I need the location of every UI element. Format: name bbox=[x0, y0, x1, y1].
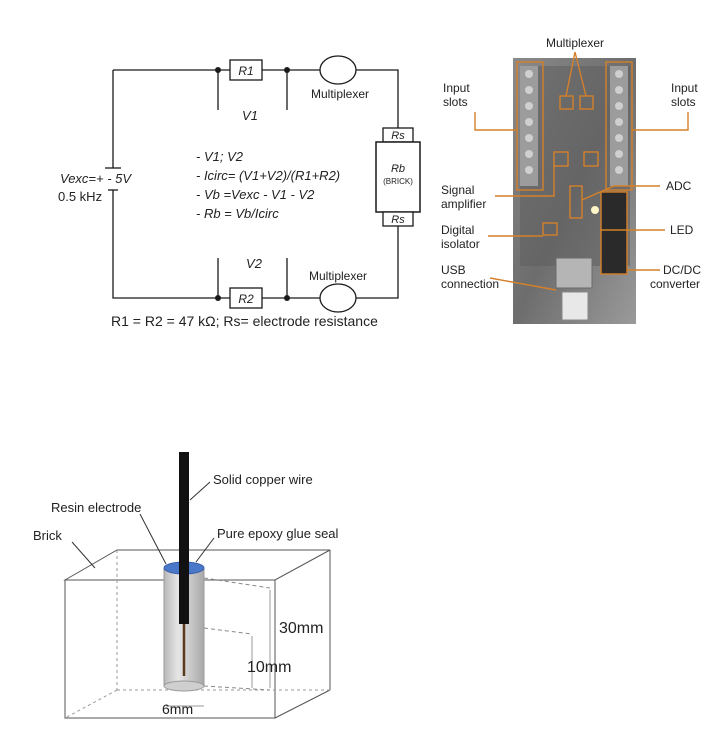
label-usb-2: connection bbox=[441, 277, 499, 291]
usb-connector bbox=[555, 257, 593, 289]
highlight-amplifier-1 bbox=[553, 151, 569, 167]
highlight-input-slots-right bbox=[605, 61, 633, 191]
label-dcdc-2: converter bbox=[650, 277, 700, 291]
electrode-diagram: Solid copper wire Resin electrode Brick … bbox=[33, 452, 339, 719]
multiplexer-top-label: Multiplexer bbox=[311, 87, 369, 101]
highlight-input-slots-left bbox=[516, 61, 544, 191]
label-copper-wire: Solid copper wire bbox=[213, 472, 313, 487]
v1-label: V1 bbox=[242, 108, 258, 123]
label-signal-amplifier-1: Signal bbox=[441, 183, 474, 197]
rb-brick-box bbox=[375, 141, 421, 213]
label-dim-10mm: 10mm bbox=[247, 659, 291, 676]
terminal-screws-right bbox=[615, 70, 623, 174]
r1-label: R1 bbox=[238, 64, 253, 78]
highlight-dcdc bbox=[600, 191, 628, 275]
highlight-digital-isolator bbox=[542, 222, 558, 236]
highlight-adc bbox=[569, 185, 583, 219]
circuit-diagram: R1 R2 Multiplexer Multiplexer Rs Rb (BRI… bbox=[58, 55, 421, 329]
rb-label: Rb bbox=[391, 163, 405, 175]
multiplexer-bottom-label: Multiplexer bbox=[309, 269, 367, 283]
node-dot bbox=[215, 67, 221, 73]
node-dot bbox=[284, 67, 290, 73]
label-dim-30mm: 30mm bbox=[279, 620, 323, 637]
label-multiplexer: Multiplexer bbox=[546, 36, 604, 50]
equation-line: - Rb = Vb/Icirc bbox=[196, 206, 279, 221]
copper-wire bbox=[179, 452, 189, 624]
usb-plug bbox=[561, 291, 589, 321]
label-resin-electrode: Resin electrode bbox=[51, 500, 141, 515]
equation-line: - V1; V2 bbox=[196, 149, 244, 164]
label-input-slots-right-1: Input bbox=[671, 81, 698, 95]
rs-top-label: Rs bbox=[391, 130, 405, 142]
wire-top bbox=[113, 69, 399, 128]
pcb-leader-lines bbox=[474, 51, 689, 291]
r2-resistor bbox=[229, 287, 263, 309]
equation-line: - Vb =Vexc - V1 - V2 bbox=[196, 187, 315, 202]
label-led: LED bbox=[670, 223, 694, 237]
node-dot bbox=[284, 295, 290, 301]
rb-sub-label: (BRICK) bbox=[383, 177, 413, 186]
led-light bbox=[591, 206, 599, 214]
pcb-photo-panel: Multiplexer Input slots Input slots Sign… bbox=[441, 36, 701, 324]
multiplexer-bottom-symbol bbox=[319, 283, 357, 313]
vexc-frequency-label: 0.5 kHz bbox=[58, 189, 102, 204]
label-input-slots-left-2: slots bbox=[443, 95, 468, 109]
rs-bottom-label: Rs bbox=[391, 214, 405, 226]
terminal-screws-left bbox=[525, 70, 533, 174]
label-usb-1: USB bbox=[441, 263, 466, 277]
label-adc: ADC bbox=[666, 179, 692, 193]
v2-taps bbox=[217, 258, 288, 298]
label-brick: Brick bbox=[33, 528, 62, 543]
label-digital-isolator-2: isolator bbox=[441, 237, 480, 251]
electrode-leader-lines bbox=[71, 481, 215, 569]
label-digital-isolator-1: Digital bbox=[441, 223, 474, 237]
label-dim-6mm: 6mm bbox=[162, 701, 193, 717]
wire-bottom bbox=[112, 70, 399, 299]
rs-bottom-box bbox=[382, 211, 414, 227]
v2-label: V2 bbox=[246, 256, 263, 271]
equation-line: - Icirc= (V1+V2)/(R1+R2) bbox=[196, 168, 340, 183]
multiplexer-top-symbol bbox=[319, 55, 357, 85]
brick-wireframe bbox=[63, 549, 331, 719]
node-dot bbox=[215, 295, 221, 301]
label-dcdc-1: DC/DC bbox=[663, 263, 701, 277]
circuit-caption: R1 = R2 = 47 kΩ; Rs= electrode resistanc… bbox=[111, 313, 378, 329]
r1-resistor bbox=[229, 59, 263, 81]
label-signal-amplifier-2: amplifier bbox=[441, 197, 486, 211]
r2-label: R2 bbox=[238, 292, 254, 306]
v1-taps bbox=[217, 70, 288, 110]
dimension-guides bbox=[203, 577, 271, 691]
label-input-slots-right-2: slots bbox=[671, 95, 696, 109]
cylinder-bottom bbox=[163, 680, 205, 692]
vexc-label: Vexc=+ - 5V bbox=[60, 171, 132, 186]
label-input-slots-left-1: Input bbox=[443, 81, 470, 95]
highlight-multiplexer-2 bbox=[579, 95, 594, 110]
highlight-amplifier-2 bbox=[583, 151, 599, 167]
dimension-arrows bbox=[166, 590, 271, 707]
label-epoxy-seal: Pure epoxy glue seal bbox=[217, 526, 339, 541]
dcdc-converter-block bbox=[601, 192, 627, 274]
